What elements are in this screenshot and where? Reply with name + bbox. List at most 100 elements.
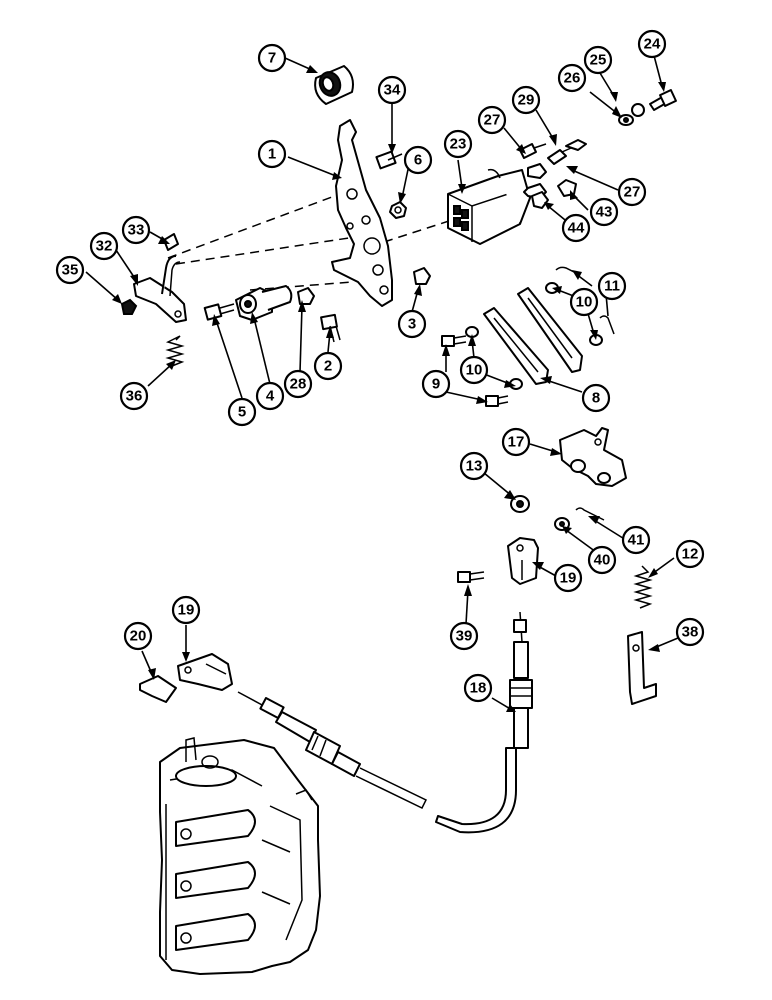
callout-25-label: 25 — [590, 52, 607, 69]
callout-12: 12 — [675, 539, 705, 569]
bolt-34-part — [375, 150, 403, 170]
callout-18-label: 18 — [470, 680, 487, 697]
callout-4: 4 — [255, 381, 285, 411]
callout-34-label: 34 — [384, 82, 401, 99]
callout-38: 38 — [675, 617, 705, 647]
callout-19-right: 19 — [553, 563, 583, 593]
callout-17-label: 17 — [508, 434, 525, 451]
callout-39-label: 39 — [456, 628, 473, 645]
callout-5: 5 — [227, 397, 257, 427]
callout-2-label: 2 — [324, 358, 332, 375]
callout-5-label: 5 — [238, 404, 246, 421]
callout-40: 40 — [587, 545, 617, 575]
callout-38-label: 38 — [682, 624, 699, 641]
callout-13: 13 — [459, 451, 489, 481]
callout-36-label: 36 — [126, 388, 143, 405]
callout-28: 28 — [283, 369, 313, 399]
callout-4-label: 4 — [266, 388, 275, 405]
callout-40-label: 40 — [594, 552, 611, 569]
callout-12-label: 12 — [682, 546, 699, 563]
callout-10-upper-label: 10 — [576, 294, 593, 311]
callout-18: 18 — [463, 673, 493, 703]
valve-body-part — [159, 737, 321, 975]
callout-25: 25 — [583, 45, 613, 75]
bolt-9-part — [441, 335, 509, 407]
clip-20-part — [139, 675, 177, 703]
callout-33-label: 33 — [128, 222, 145, 239]
lever-32-part — [133, 255, 187, 323]
callout-27-right-label: 27 — [624, 184, 641, 201]
bolt-washer-parts — [618, 89, 677, 126]
callout-8: 8 — [581, 383, 611, 413]
callout-7: 7 — [257, 43, 287, 73]
washer-13-part — [510, 495, 530, 513]
pin-41-part — [575, 507, 605, 521]
callout-26-label: 26 — [564, 70, 581, 87]
pin-33-part — [163, 233, 179, 251]
callout-27-right: 27 — [617, 177, 647, 207]
pivot-4-part — [235, 285, 293, 321]
callout-9-label: 9 — [432, 376, 440, 393]
callout-17: 17 — [501, 427, 531, 457]
link-8-part — [483, 287, 583, 385]
bolt-5-part — [203, 303, 235, 321]
callout-36: 36 — [119, 381, 149, 411]
callout-39: 39 — [449, 621, 479, 651]
bolt-39-part — [457, 571, 485, 583]
callout-6-label: 6 — [414, 152, 422, 169]
bellcrank-17-part — [559, 427, 627, 487]
callout-20-label: 20 — [130, 628, 147, 645]
callout-35-label: 35 — [62, 262, 79, 279]
switch-block-part — [447, 168, 531, 245]
callout-19-left: 19 — [171, 595, 201, 625]
callout-24-label: 24 — [644, 36, 661, 53]
callout-27-top-label: 27 — [484, 112, 501, 129]
callout-32: 32 — [89, 231, 119, 261]
callout-11: 11 — [597, 271, 627, 301]
alignment-lines — [167, 193, 453, 291]
callout-29-label: 29 — [518, 92, 535, 109]
callout-10-lower-label: 10 — [466, 362, 483, 379]
callout-3-label: 3 — [408, 316, 416, 333]
callout-29: 29 — [511, 85, 541, 115]
callout-32-label: 32 — [96, 238, 113, 255]
callout-10-lower: 10 — [459, 355, 489, 385]
leader-lines — [85, 47, 679, 712]
callout-43: 43 — [589, 197, 619, 227]
nut-6-part — [389, 201, 407, 219]
nut-35-part — [120, 298, 138, 315]
callout-43-label: 43 — [596, 204, 613, 221]
callout-1-label: 1 — [268, 146, 276, 163]
nut-3-part — [413, 267, 431, 285]
callout-44-label: 44 — [568, 220, 585, 237]
left-cable-part — [237, 691, 428, 809]
callout-23: 23 — [443, 129, 473, 159]
callout-19-right-label: 19 — [560, 570, 577, 587]
clevis-19-right-part — [507, 537, 539, 585]
callout-35: 35 — [55, 255, 85, 285]
callout-24: 24 — [637, 29, 667, 59]
bracket-38-part — [627, 631, 657, 705]
cable-18-part — [435, 611, 533, 834]
spring-36-part — [165, 335, 185, 367]
callout-26: 26 — [557, 63, 587, 93]
callout-28-label: 28 — [290, 376, 307, 393]
callout-27-top: 27 — [477, 105, 507, 135]
callout-41: 41 — [621, 525, 651, 555]
callout-13-label: 13 — [466, 458, 483, 475]
callout-1: 1 — [257, 139, 287, 169]
callout-23-label: 23 — [450, 136, 467, 153]
callout-20: 20 — [123, 621, 153, 651]
clevis-19-left-part — [177, 653, 233, 691]
nut-28-part — [297, 287, 315, 305]
callout-10-upper: 10 — [569, 287, 599, 317]
callout-33: 33 — [121, 215, 151, 245]
callout-9: 9 — [421, 369, 451, 399]
terminal-parts — [519, 139, 587, 199]
callout-11-label: 11 — [604, 278, 620, 295]
callout-2: 2 — [313, 351, 343, 381]
callout-8-label: 8 — [592, 390, 600, 407]
pin-11-part — [555, 266, 615, 335]
callout-44: 44 — [561, 213, 591, 243]
